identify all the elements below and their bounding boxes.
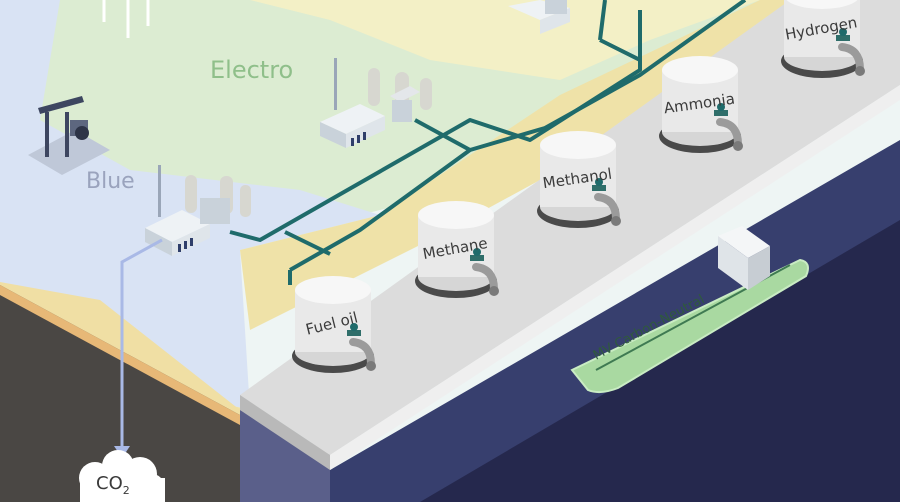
tank-outlet-pipe [838,43,864,73]
tank-valve-wheel-icon[interactable] [473,248,481,256]
tank-outlet-end [733,141,743,151]
tank-valve-wheel-icon[interactable] [595,178,603,186]
co2-label: CO2 [96,473,130,497]
tank-valve-icon[interactable] [347,330,361,336]
top-factory-icon [508,0,570,34]
electro-factory-icon [320,58,432,148]
co2-cloud-icon [79,450,165,502]
pipe-branch-3 [599,38,641,62]
tank-outlet-end [489,286,499,296]
co2-storage: CO2 [79,238,165,502]
co2-pipe [120,238,163,448]
tank-valve-wheel-icon[interactable] [839,28,847,36]
tank-outlet-end [611,216,621,226]
underground [0,285,240,502]
tank-valve-icon[interactable] [714,110,728,116]
pier-side-face [330,85,900,470]
tank-roof [295,276,371,304]
co2-label-main: CO [96,473,123,494]
storage-tank: Methanol [537,131,621,228]
tank-valve-icon[interactable] [592,185,606,191]
soil-layer [0,285,240,425]
storage-tank: Fuel oil [292,276,376,373]
ship-hull [570,258,809,394]
tank-roof [786,0,858,9]
tank-roof [418,201,494,229]
storage-tank: Hydrogen [781,0,865,78]
co2-label-sub: 2 [123,484,130,497]
tank-outlet-pipe [594,193,620,223]
ship-bridge-side [718,236,748,290]
pipe-branch-1 [414,118,471,152]
tank-valve-icon[interactable] [836,35,850,41]
storage-tank: Ammonia [659,56,743,153]
tank-valve-wheel-icon[interactable] [350,323,358,331]
pier-front-face [240,395,330,470]
wind-turbines [102,0,150,38]
tank-valve-icon[interactable] [470,255,484,261]
tank-valve-wheel-icon[interactable] [717,103,725,111]
sand-strip [240,0,900,330]
pipe-branch-4 [598,0,607,41]
tank-roof [540,131,616,159]
tank-roof [662,56,738,84]
tank-outlet-pipe [716,118,742,148]
tank-outlet-end [366,361,376,371]
pipelines [229,0,747,285]
ship-bridge-front [748,246,770,290]
ship-bridge-top [718,226,770,258]
oil-pumpjack-icon [28,96,110,175]
storage-tank: Methane [415,201,499,298]
electro-label: Electro [210,56,293,84]
electro-yellow-field [250,0,760,80]
terminal-pipeline [289,0,747,272]
tank-outlet-pipe [472,263,498,293]
sea-edge-shadow [240,410,330,502]
pipe-branch-2 [284,230,331,256]
tank-outlet-pipe [349,338,375,368]
tank-outlet-end [855,66,865,76]
blue-label: Blue [86,169,135,194]
